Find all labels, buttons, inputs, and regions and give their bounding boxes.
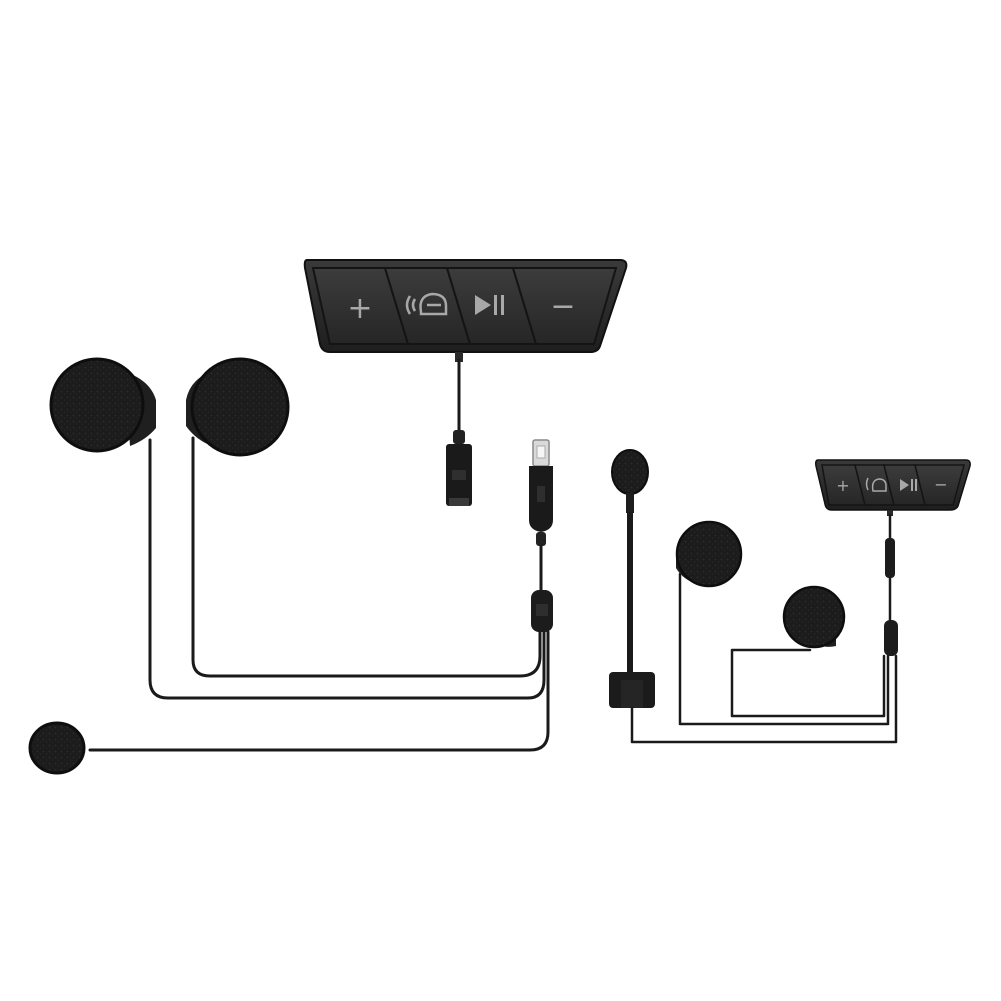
right-speaker-1: [186, 357, 290, 457]
microphone-foam-1: [28, 721, 86, 775]
small-volume-down-button[interactable]: [914, 464, 965, 506]
small-volume-down-glyph: −: [934, 475, 947, 494]
small-control-unit: + −: [815, 459, 971, 511]
left-speaker-1: [49, 357, 156, 453]
right-set-wires: [630, 572, 898, 744]
volume-down-button[interactable]: [511, 267, 618, 345]
large-control-unit: + −: [303, 259, 628, 353]
usb-connector-plug: [529, 439, 553, 632]
small-play-pause-icon: [900, 479, 917, 491]
small-volume-up-glyph: +: [836, 476, 849, 495]
left-speaker-2: [675, 520, 743, 588]
boom-microphone: [609, 449, 655, 708]
right-speaker-2: [782, 585, 846, 649]
play-pause-icon: [475, 295, 504, 315]
unit-connector-cable: [446, 352, 472, 506]
left-set-wires: [88, 436, 550, 752]
volume-up-glyph: +: [347, 291, 372, 326]
small-intercom-icon: [865, 477, 887, 492]
volume-down-glyph: −: [550, 289, 575, 324]
intercom-icon: [405, 292, 448, 316]
small-unit-cable: [884, 510, 898, 656]
